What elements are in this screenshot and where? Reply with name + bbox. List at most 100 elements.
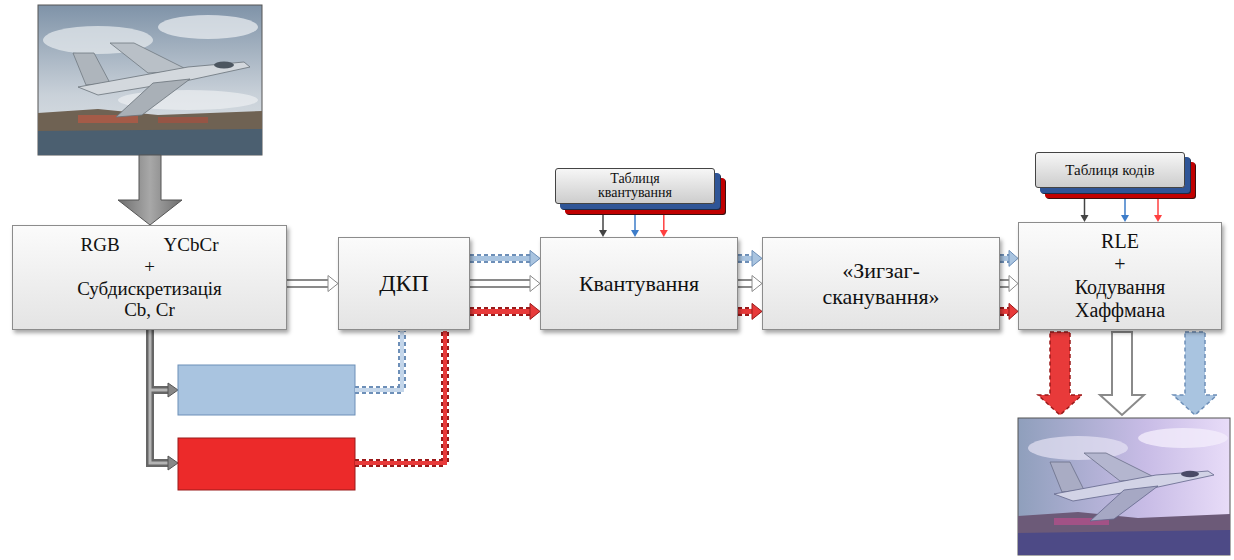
connector-shaft (470, 281, 531, 286)
connector-shaft (738, 309, 753, 314)
cr-wire (355, 331, 445, 463)
jet-wing (116, 79, 190, 117)
box-label: RGB YCbCr (80, 234, 218, 256)
flow-arrow (660, 204, 668, 237)
process-box: «Зигзаг-сканування» (762, 237, 1000, 330)
flow-arrow (470, 276, 540, 292)
flow-arrow (1121, 188, 1129, 222)
output-photo (1018, 418, 1230, 555)
process-box: RGB YCbCr+Субдискретизація Cb, Cr (12, 225, 287, 330)
box-label: «Зигзаг-сканування» (816, 258, 946, 309)
connector-arrowhead (752, 303, 762, 319)
connector-arrowhead (530, 250, 540, 266)
connector-arrowhead (328, 276, 338, 292)
input-arrow (118, 155, 182, 225)
box-label: ДКП (379, 270, 429, 298)
flow-arrow (1081, 188, 1089, 222)
flow-arrow (738, 276, 762, 292)
source-photo (38, 5, 262, 155)
table-label: Таблиця кодів (1065, 163, 1154, 178)
connector-arrowhead (530, 276, 540, 292)
box-label: Кодування Хаффмана (1055, 276, 1185, 322)
connector-shaft (287, 281, 329, 286)
connector-shaft (470, 307, 531, 316)
connector-shaft (470, 256, 531, 261)
connector-shaft (738, 279, 753, 288)
photo-sky (1018, 418, 1230, 555)
connector-arrowhead (1154, 215, 1162, 222)
box-label: Квантування (579, 271, 699, 296)
flow-arrow (287, 276, 338, 292)
connector-line (1084, 188, 1086, 215)
connector-arrowhead (599, 230, 607, 237)
jet-tail (1050, 462, 1084, 492)
connector-shaft (470, 254, 531, 263)
box-label: RLE (1101, 230, 1139, 253)
box-label: + (144, 256, 155, 278)
jet-cockpit (1181, 471, 1199, 477)
jet-wing (1090, 486, 1158, 521)
connector-shaft (738, 254, 753, 263)
connector-shaft (287, 279, 329, 288)
box-label: Субдискретизація Cb, Cr (65, 278, 235, 322)
connector-arrowhead (1009, 250, 1018, 266)
connector-arrowhead (631, 230, 639, 237)
table-stack: Таблиця квантування (555, 168, 715, 204)
connector-line (1124, 188, 1126, 215)
photo-sky (38, 5, 262, 155)
branch-arrowhead (168, 456, 178, 470)
connector-line (602, 204, 604, 230)
flow-arrow (1000, 303, 1018, 319)
connector-shaft (470, 309, 531, 314)
connector-arrowhead (1009, 303, 1018, 319)
flow-arrow (738, 303, 762, 319)
photo-cloud (158, 15, 258, 39)
flow-arrow (1000, 250, 1018, 266)
connector-arrowhead (530, 303, 540, 319)
cb-wire (355, 331, 402, 390)
branch-wire (150, 330, 170, 463)
photo-water (38, 129, 262, 155)
photo-town (158, 117, 208, 123)
table-label: Таблиця квантування (580, 172, 690, 200)
table-stack: Таблиця кодів (1035, 152, 1185, 188)
jet-tail (73, 53, 110, 85)
output-arrow (1100, 332, 1144, 415)
output-arrow (1173, 332, 1217, 415)
photo-cloud (1138, 428, 1228, 448)
connector-arrowhead (1121, 215, 1129, 222)
output-arrow (1038, 332, 1082, 415)
connector-shaft (738, 307, 753, 316)
branch-wire (150, 330, 170, 463)
flow-arrow (470, 250, 540, 266)
flow-arrow (1154, 188, 1162, 222)
connector-arrowhead (752, 250, 762, 266)
connector-shaft (470, 279, 531, 288)
connector-arrowhead (1009, 276, 1018, 292)
connector-shaft (738, 256, 753, 261)
flow-arrow (470, 303, 540, 319)
cb-wire (355, 331, 402, 390)
cr-block (178, 438, 355, 490)
connector-arrowhead (1081, 215, 1089, 222)
cb-block (178, 365, 355, 415)
process-box: ДКП (338, 237, 470, 330)
process-box: RLE+Кодування Хаффмана (1018, 222, 1222, 330)
connector-arrowhead (752, 276, 762, 292)
flow-arrow (1000, 276, 1018, 292)
process-box: Квантування (540, 237, 738, 330)
box-label: + (1114, 253, 1125, 276)
connector-line (1157, 188, 1159, 215)
photo-water (1018, 530, 1230, 555)
connector-arrowhead (660, 230, 668, 237)
flow-arrow (631, 204, 639, 237)
connector-shaft (738, 281, 753, 286)
connector-line (634, 204, 636, 230)
jet-cockpit (214, 62, 234, 69)
connector-line (663, 204, 665, 230)
flow-arrow (738, 250, 762, 266)
cr-wire (355, 331, 445, 463)
branch-arrowhead (168, 383, 178, 397)
flow-arrow (599, 204, 607, 237)
